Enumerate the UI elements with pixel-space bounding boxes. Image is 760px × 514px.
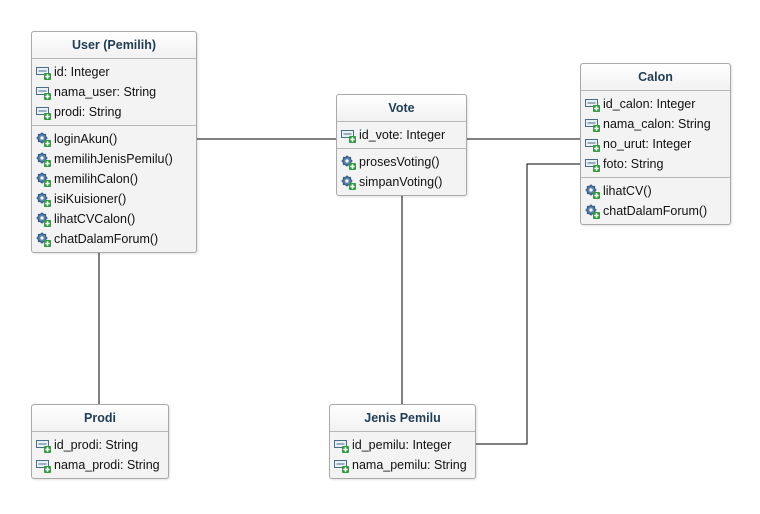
operation-gear-icon: [36, 212, 51, 227]
class-title: Calon: [581, 64, 730, 91]
association-jenis-pemilu-calon: [475, 163, 580, 445]
attribute-row[interactable]: id_vote: Integer: [337, 125, 466, 145]
operation-row[interactable]: chatDalamForum(): [581, 201, 730, 221]
operation-text: loginAkun(): [54, 132, 118, 146]
operation-gear-icon: [585, 184, 600, 199]
operation-row[interactable]: simpanVoting(): [337, 172, 466, 192]
class-calon[interactable]: Calon id_calon: Integer nama_calon: Stri…: [580, 63, 731, 225]
attribute-section: id_calon: Integer nama_calon: String no_…: [581, 91, 730, 177]
operation-gear-icon: [585, 204, 600, 219]
attribute-section: id: Integer nama_user: String prodi: Str…: [32, 59, 196, 125]
attribute-icon: [36, 105, 51, 120]
attribute-icon: [341, 128, 356, 143]
operation-gear-icon: [341, 175, 356, 190]
attribute-icon: [585, 157, 600, 172]
attribute-text: id_prodi: String: [54, 438, 139, 452]
operation-row[interactable]: memilihJenisPemilu(): [32, 149, 196, 169]
attribute-text: nama_calon: String: [603, 117, 711, 131]
class-title: Vote: [337, 95, 466, 122]
operation-row[interactable]: prosesVoting(): [337, 152, 466, 172]
operation-row[interactable]: lihatCV(): [581, 181, 730, 201]
operation-row[interactable]: lihatCVCalon(): [32, 209, 196, 229]
attribute-icon: [585, 97, 600, 112]
attribute-text: nama_prodi: String: [54, 458, 160, 472]
attribute-text: prodi: String: [54, 105, 122, 119]
attribute-section: id_prodi: String nama_prodi: String: [32, 432, 168, 478]
attribute-row[interactable]: nama_calon: String: [581, 114, 730, 134]
class-title: Jenis Pemilu: [330, 405, 475, 432]
attribute-text: no_urut: Integer: [603, 137, 692, 151]
attribute-icon: [334, 458, 349, 473]
attribute-row[interactable]: no_urut: Integer: [581, 134, 730, 154]
class-user-pemilih[interactable]: User (Pemilih) id: Integer nama_user: St…: [31, 31, 197, 253]
attribute-icon: [585, 137, 600, 152]
operation-gear-icon: [36, 192, 51, 207]
attribute-text: id_pemilu: Integer: [352, 438, 452, 452]
attribute-text: id_vote: Integer: [359, 128, 446, 142]
attribute-section: id_pemilu: Integer nama_pemilu: String: [330, 432, 475, 478]
attribute-row[interactable]: id_calon: Integer: [581, 94, 730, 114]
operation-text: chatDalamForum(): [54, 232, 159, 246]
attribute-text: nama_user: String: [54, 85, 157, 99]
attribute-icon: [36, 65, 51, 80]
attribute-icon: [36, 438, 51, 453]
operation-row[interactable]: chatDalamForum(): [32, 229, 196, 249]
operation-text: isiKuisioner(): [54, 192, 127, 206]
attribute-icon: [334, 438, 349, 453]
operation-gear-icon: [36, 132, 51, 147]
class-title: User (Pemilih): [32, 32, 196, 59]
class-title: Prodi: [32, 405, 168, 432]
attribute-row[interactable]: id: Integer: [32, 62, 196, 82]
operation-text: memilihCalon(): [54, 172, 139, 186]
attribute-row[interactable]: nama_user: String: [32, 82, 196, 102]
attribute-row[interactable]: foto: String: [581, 154, 730, 174]
operation-text: chatDalamForum(): [603, 204, 708, 218]
class-prodi[interactable]: Prodi id_prodi: String nama_prodi: Strin…: [31, 404, 169, 479]
operation-gear-icon: [36, 152, 51, 167]
attribute-icon: [585, 117, 600, 132]
operation-text: simpanVoting(): [359, 175, 443, 189]
attribute-text: id_calon: Integer: [603, 97, 696, 111]
attribute-icon: [36, 458, 51, 473]
operation-section: prosesVoting() simpanVoting(): [337, 148, 466, 195]
operation-text: lihatCV(): [603, 184, 652, 198]
attribute-text: nama_pemilu: String: [352, 458, 467, 472]
operation-text: memilihJenisPemilu(): [54, 152, 173, 166]
operation-gear-icon: [341, 155, 356, 170]
operation-section: loginAkun() memilihJenisPemilu() memilih…: [32, 125, 196, 252]
class-jenis-pemilu[interactable]: Jenis Pemilu id_pemilu: Integer nama_pem…: [329, 404, 476, 479]
attribute-text: foto: String: [603, 157, 664, 171]
class-vote[interactable]: Vote id_vote: Integer prosesVoting() sim…: [336, 94, 467, 196]
attribute-row[interactable]: id_pemilu: Integer: [330, 435, 475, 455]
operation-section: lihatCV() chatDalamForum(): [581, 177, 730, 224]
attribute-row[interactable]: prodi: String: [32, 102, 196, 122]
operation-gear-icon: [36, 232, 51, 247]
operation-text: lihatCVCalon(): [54, 212, 136, 226]
attribute-row[interactable]: nama_pemilu: String: [330, 455, 475, 475]
operation-row[interactable]: memilihCalon(): [32, 169, 196, 189]
operation-text: prosesVoting(): [359, 155, 440, 169]
operation-row[interactable]: isiKuisioner(): [32, 189, 196, 209]
attribute-row[interactable]: id_prodi: String: [32, 435, 168, 455]
attribute-row[interactable]: nama_prodi: String: [32, 455, 168, 475]
operation-gear-icon: [36, 172, 51, 187]
attribute-section: id_vote: Integer: [337, 122, 466, 148]
attribute-icon: [36, 85, 51, 100]
operation-row[interactable]: loginAkun(): [32, 129, 196, 149]
attribute-text: id: Integer: [54, 65, 110, 79]
